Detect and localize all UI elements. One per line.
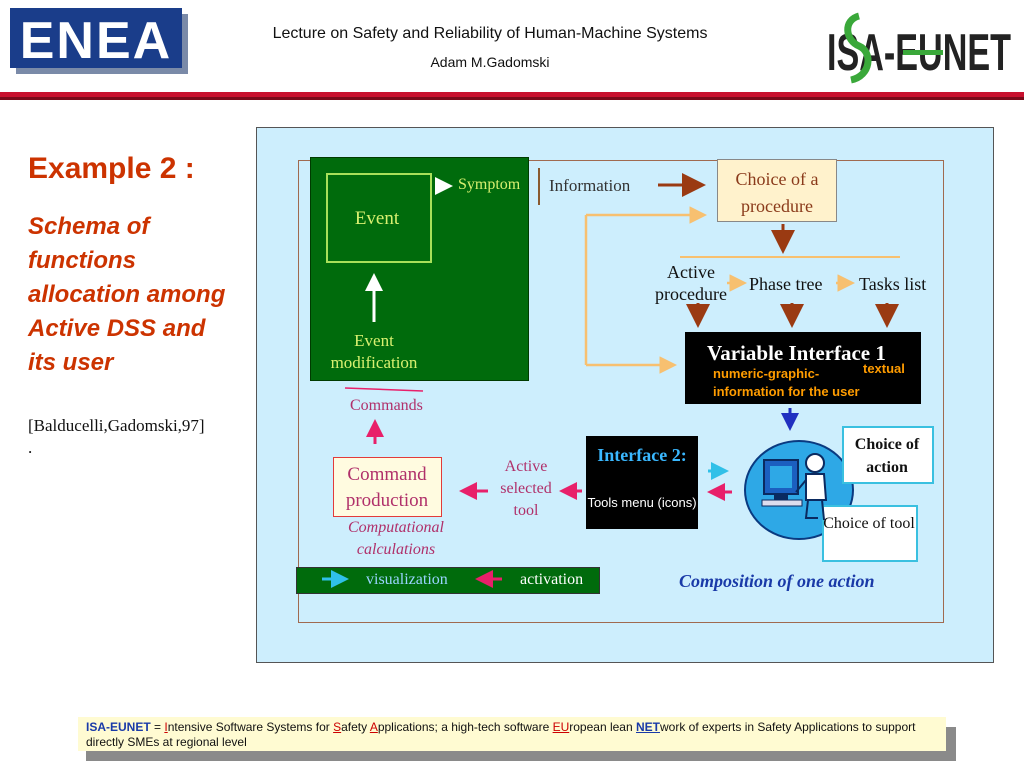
commands-label: Commands	[350, 397, 423, 414]
command-production-label: Command production	[345, 464, 429, 511]
active-procedure-label: Active procedure	[655, 262, 727, 304]
event-box	[326, 173, 432, 263]
variable-interface-line2: information for the user	[713, 384, 860, 399]
legend-visualization-label: visualization	[366, 571, 448, 588]
choice-action-label: Choice of action	[854, 436, 920, 476]
example-title: Example 2 :	[28, 152, 195, 185]
footer-afety: afety	[341, 720, 370, 734]
diagram-inner-frame	[298, 160, 944, 623]
command-production-box	[333, 457, 442, 517]
phase-tree-label: Phase tree	[749, 274, 823, 294]
footer-applications: pplications; a high-tech software	[377, 720, 553, 734]
active-selected-tool-label: Active selected tool	[500, 458, 552, 519]
event-block	[310, 157, 529, 381]
interface2-subtitle: Tools menu (icons)	[587, 495, 697, 510]
isa-eunet-logo: ISA-EUNET	[827, 12, 1011, 84]
event-modification-label: Event modification	[330, 331, 418, 372]
footer-box	[78, 717, 946, 751]
citation-tail: .	[28, 438, 33, 457]
variable-interface-line1: numeric-graphic-	[713, 366, 820, 381]
variable-interface-textual: textual	[863, 361, 905, 376]
event-label: Event	[354, 208, 400, 229]
enea-logo-text: ENEA	[20, 12, 172, 70]
variable-interface-title: Variable Interface 1	[707, 341, 886, 365]
computational-calculations-label: Computational calculations	[347, 519, 444, 558]
choice-procedure-box	[717, 159, 837, 222]
user-at-computer-icon	[761, 453, 828, 521]
choice-action-box	[842, 426, 934, 484]
footer-ropean: ropean lean	[569, 720, 636, 734]
schema-description: Schema of functions allocation among Act…	[28, 213, 226, 376]
footer-text: ISA-EUNET = Intensive Software Systems f…	[86, 720, 938, 750]
header-divider-shadow	[0, 97, 1024, 100]
footer-letters-eu: EU	[552, 720, 570, 734]
header-title: Lecture on Safety and Reliability of Hum…	[272, 25, 708, 42]
choice-tool-label: Choice of tool	[823, 515, 915, 532]
symptom-label: Symptom	[458, 176, 521, 193]
choice-procedure-label: Choice of a procedure	[735, 169, 819, 216]
legend-activation-label: activation	[520, 571, 584, 588]
footer-letter-i: I	[164, 720, 168, 734]
footer-letters-net: NET	[636, 720, 660, 734]
choice-tool-box	[822, 505, 918, 562]
interface2-box	[586, 436, 698, 529]
footer-work: work of experts in Safety Applications t…	[86, 720, 916, 749]
enea-logo: ENEA	[10, 8, 188, 74]
variable-interface-box	[685, 332, 921, 404]
information-label: Information	[549, 176, 631, 195]
citation: [Balducelli,Gadomski,97]	[28, 416, 205, 435]
footer-intensive: ntensive Software Systems for	[167, 720, 334, 734]
footer-letter-a: A	[369, 720, 378, 734]
header-divider	[0, 92, 1024, 97]
footer-equals: =	[150, 720, 165, 734]
footer-isa-eunet: ISA-EUNET	[86, 720, 151, 734]
composition-caption: Composition of one action	[679, 571, 875, 591]
footer-letter-s: S	[333, 720, 342, 734]
interface2-title: Interface 2:	[597, 445, 687, 465]
header-author: Adam M.Gadomski	[430, 54, 550, 70]
commands-underline	[344, 387, 424, 392]
tasks-list-label: Tasks list	[859, 274, 927, 294]
